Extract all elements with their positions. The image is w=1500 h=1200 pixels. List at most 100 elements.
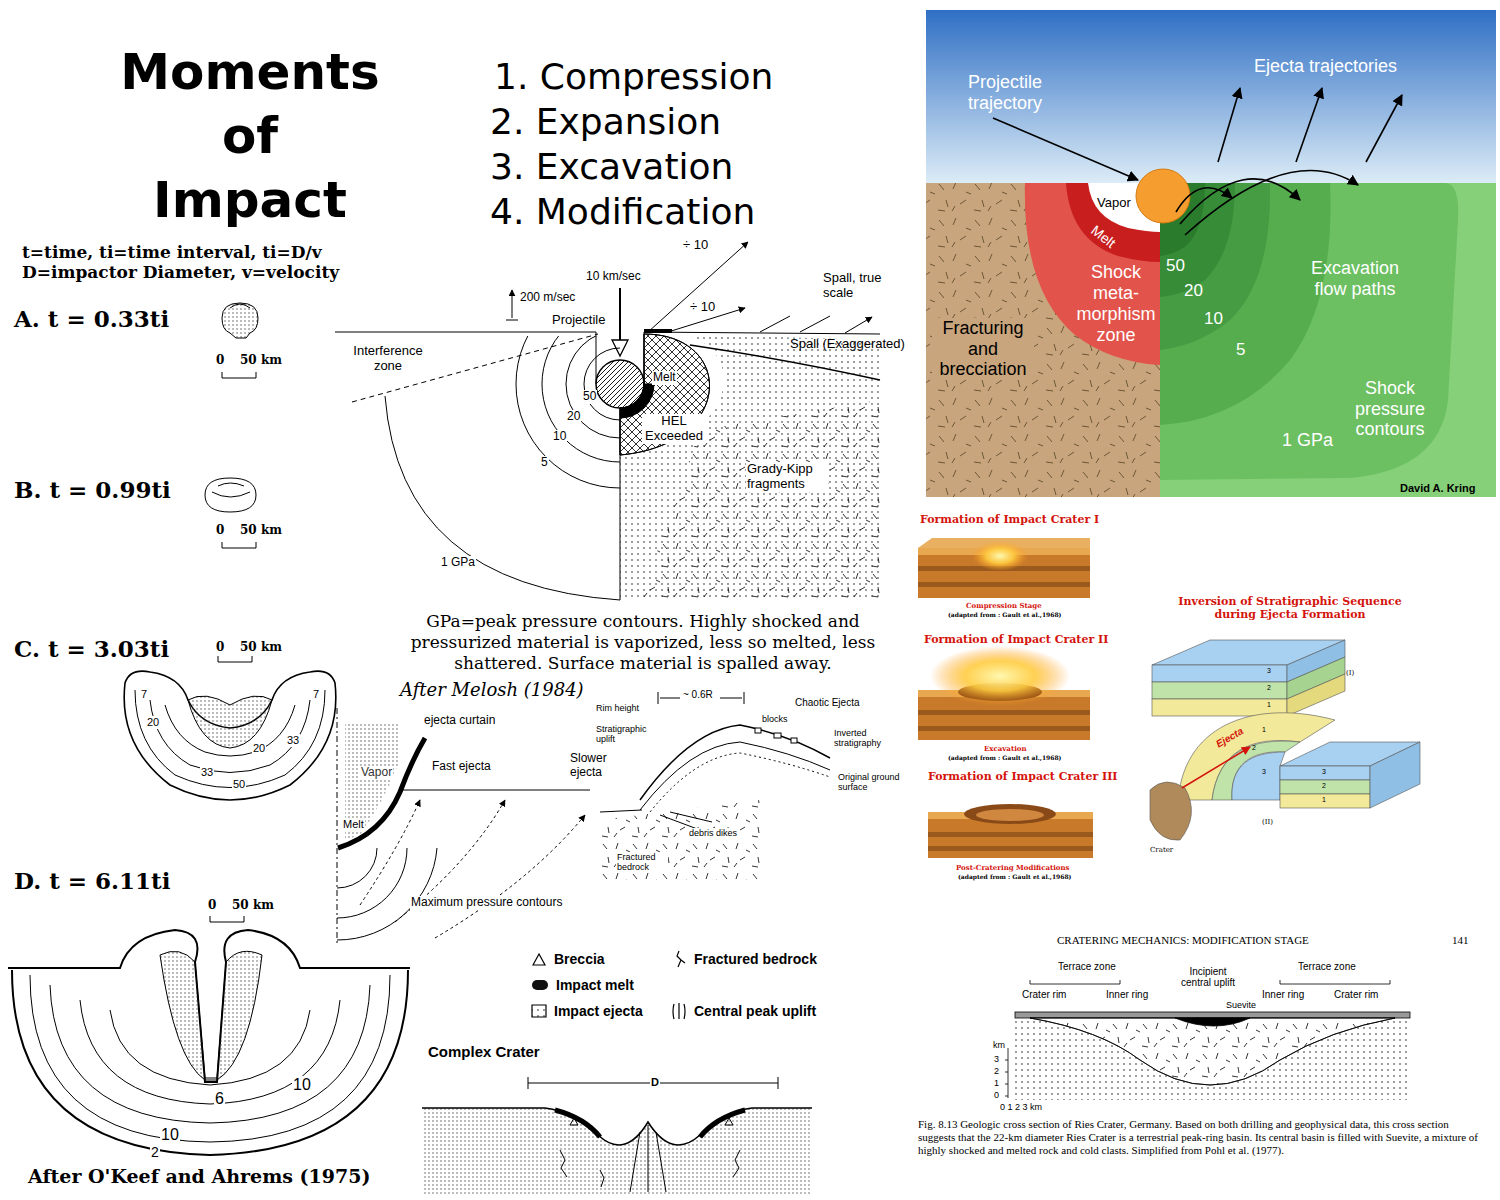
diagram-label: 50 bbox=[582, 390, 597, 404]
legend-text: Breccia bbox=[554, 951, 605, 967]
diagram-label: Inner ring bbox=[1262, 989, 1304, 1001]
contour-number: 10 bbox=[292, 1076, 312, 1094]
diagram-label: 5 bbox=[1236, 340, 1245, 360]
diagram-label: 10 bbox=[1204, 309, 1223, 329]
diagram-label: Terrace zone bbox=[1058, 961, 1116, 973]
diagram-label: ÷ 10 bbox=[690, 300, 715, 315]
stage-list-item: 2. Expansion bbox=[490, 101, 721, 142]
legend-symbol-shape bbox=[673, 1003, 685, 1019]
impact-simulation-frames bbox=[8, 303, 410, 1155]
legend-symbol bbox=[530, 950, 548, 968]
diagram-label: 20 bbox=[566, 410, 581, 424]
panel-label: Post-Cratering Modifications bbox=[956, 864, 1070, 872]
source-credit: After O'Keef and Ahrems (1975) bbox=[28, 1166, 370, 1188]
diagram-label: 50 bbox=[1166, 256, 1185, 276]
contour-number: 50 bbox=[232, 778, 246, 791]
ejecta-curtain-diagram bbox=[337, 708, 590, 945]
diagram-label: 1 bbox=[994, 1078, 999, 1088]
diagram-label: Inner ring bbox=[1106, 989, 1148, 1001]
diagram-label: 200 m/sec bbox=[520, 291, 575, 305]
legend-symbol-shape bbox=[677, 951, 685, 967]
diagram-label: 2 bbox=[1322, 782, 1326, 790]
diagram-label: 0 bbox=[994, 1090, 999, 1100]
diagram-label: debris dikes bbox=[688, 828, 738, 838]
time-step-label: A. t = 0.33ti bbox=[14, 306, 169, 332]
diagram-label: David A. Kring bbox=[1400, 482, 1475, 495]
diagram-label: Excavation flow paths bbox=[1296, 258, 1414, 299]
panel-label: Formation of Impact Crater III bbox=[928, 771, 1117, 784]
caption: GPa=peak pressure contours. Highly shock… bbox=[398, 611, 888, 674]
diagram-label: 2 bbox=[1252, 744, 1256, 752]
legend-symbol-shape bbox=[533, 954, 545, 965]
legend-item: Central peak uplift bbox=[670, 1002, 816, 1020]
diagram-label: Terrace zone bbox=[1298, 961, 1356, 973]
time-step-label: C. t = 3.03ti bbox=[14, 636, 169, 662]
diagram-label: Rim height bbox=[596, 703, 640, 713]
scale-label: 0 bbox=[216, 641, 224, 655]
diagram-label: 2 bbox=[994, 1066, 999, 1076]
diagram-label: Original ground surface bbox=[838, 772, 900, 793]
time-step-label: B. t = 0.99ti bbox=[14, 477, 171, 503]
legend-item: Impact ejecta bbox=[530, 1002, 643, 1020]
diagram-label: 2 bbox=[1267, 684, 1271, 692]
diagram-label: Inverted stratigraphy bbox=[834, 728, 896, 749]
contour-number: 10 bbox=[160, 1126, 180, 1144]
diagram-label: 3 bbox=[1262, 768, 1266, 776]
diagram-label: Vapor bbox=[1097, 196, 1131, 211]
diagram-label: 1 bbox=[1322, 796, 1326, 804]
diagram-label: 3 bbox=[1267, 667, 1271, 675]
diagram-label: Stratigraphic uplift bbox=[596, 724, 654, 745]
panel-label: (adapted from : Gault et al.,1968) bbox=[948, 612, 1061, 619]
diagram-label: ÷ 10 bbox=[683, 238, 708, 253]
diagram-label: 20 bbox=[1184, 281, 1203, 301]
ries-cross-section bbox=[1005, 980, 1410, 1100]
panel-label: Formation of Impact Crater I bbox=[920, 514, 1099, 527]
diagram-label: (II) bbox=[1262, 818, 1273, 826]
diagram-label: Suevite bbox=[1226, 1000, 1256, 1010]
diagram-label: Melt bbox=[652, 371, 677, 385]
crater-rim-diagram bbox=[600, 692, 830, 880]
scale-label: 0 bbox=[216, 354, 224, 368]
crater-formation-panels bbox=[918, 538, 1093, 858]
legend-symbol bbox=[530, 1002, 548, 1020]
diagram-label: 1 bbox=[1262, 726, 1266, 734]
contour-number: 20 bbox=[252, 742, 266, 755]
stage-list-item: 4. Modification bbox=[490, 191, 755, 232]
diagram-label: Fractured bedrock bbox=[616, 852, 668, 873]
diagram-label: km bbox=[993, 1040, 1005, 1050]
diagram-label: 5 bbox=[540, 456, 549, 470]
diagram-label: ~ 0.6R bbox=[683, 689, 713, 701]
diagram-label: Spall (Exaggerated) bbox=[790, 337, 905, 352]
figure-caption: Fig. 8.13 Geologic cross section of Ries… bbox=[918, 1118, 1488, 1157]
diagram-label: Ejecta trajectories bbox=[1254, 56, 1397, 77]
contour-number: 33 bbox=[286, 734, 300, 747]
diagram-label: Shock pressure contours bbox=[1340, 378, 1440, 440]
diagram-label: Melt bbox=[342, 818, 365, 831]
diagram-label: 141 bbox=[1452, 934, 1469, 947]
diagram-label: Inversion of Stratigraphic Sequence duri… bbox=[1170, 596, 1410, 621]
diagram-title: Moments of Impact bbox=[100, 40, 400, 232]
legend-item: Fractured bedrock bbox=[670, 950, 817, 968]
shock-contour-diagram bbox=[335, 242, 880, 600]
diagram-label: Fracturing and brecciation bbox=[932, 318, 1034, 380]
kring-impact-section bbox=[926, 10, 1496, 497]
diagram-label: Projectile trajectory bbox=[945, 72, 1065, 113]
legend-text: Impact melt bbox=[556, 977, 634, 993]
panel-label: Formation of Impact Crater II bbox=[924, 634, 1108, 647]
legend-item: Impact melt bbox=[530, 976, 634, 994]
scale-label: 0 bbox=[208, 899, 216, 913]
diagram-label: 0 1 2 3 km bbox=[1000, 1102, 1042, 1112]
contour-number: 2 bbox=[150, 1144, 160, 1160]
diagram-label: Spall, true scale bbox=[823, 271, 913, 301]
diagram-label: 10 km/sec bbox=[586, 270, 641, 284]
complex-crater-profile bbox=[422, 1077, 812, 1195]
scale-label: 50 km bbox=[240, 524, 282, 538]
scale-label: 50 km bbox=[240, 354, 282, 368]
diagram-label: D bbox=[650, 1076, 660, 1089]
legend-symbol bbox=[670, 950, 688, 968]
legend-swatch bbox=[532, 980, 548, 990]
scale-label: 0 bbox=[216, 524, 224, 538]
panel-label: Excavation bbox=[984, 745, 1027, 753]
legend-text: Impact ejecta bbox=[554, 1003, 643, 1019]
